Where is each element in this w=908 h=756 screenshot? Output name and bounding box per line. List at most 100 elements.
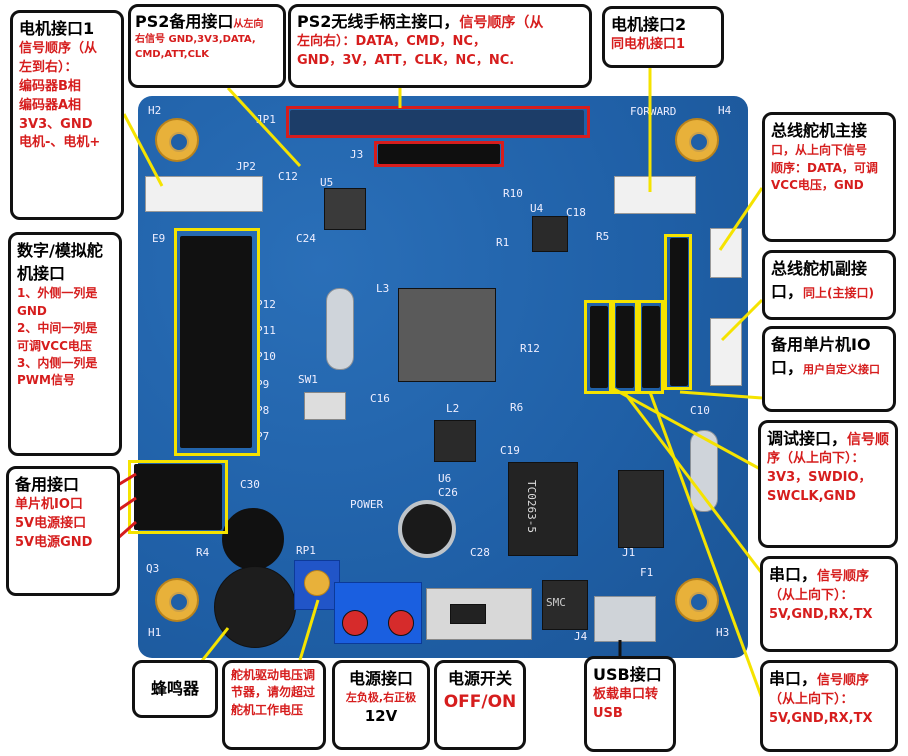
silk-p11: P11 — [256, 324, 276, 337]
label-motor1-line: 左到右）： — [19, 60, 78, 76]
label-backup-line: 5V电源GND — [15, 534, 93, 550]
silk-c28: C28 — [470, 546, 490, 559]
silk-c18: C18 — [566, 206, 586, 219]
label-debug-line: 序（从上向下）： — [767, 451, 865, 467]
highlight-backup-port — [128, 460, 228, 534]
label-uart2-line: （从上向下）： — [769, 691, 854, 707]
label-ps2-backup-line: 右信号 GND,3V3,DATA, — [135, 34, 256, 46]
label-backup: 备用接口 单片机IO口 5V电源接口 5V电源GND — [6, 466, 120, 596]
chip-u4 — [532, 216, 568, 252]
silk-smc: SMC — [546, 596, 566, 609]
chip-u7 — [618, 470, 664, 548]
label-backup-line: 5V电源接口 — [15, 516, 87, 532]
potentiometer-knob — [304, 570, 330, 596]
label-motor1-line: 编码器B相 — [19, 78, 81, 94]
label-uart1-line: （从上向下）： — [769, 587, 854, 603]
highlight-ps2-backup — [374, 141, 504, 167]
label-ps2-main-line: 左向右）：DATA，CMD，NC， — [297, 34, 486, 50]
label-debug-inline: 信号顺 — [847, 432, 890, 448]
chip-u5 — [324, 188, 366, 230]
silk-l3: L3 — [376, 282, 390, 295]
label-bus-servo-main: 总线舵机主接 口，从上向下信号 顺序：DATA，可调 VCC电压，GND — [762, 112, 896, 242]
label-power-port-title: 电源接口 — [348, 669, 413, 688]
label-buzzer: 蜂鸣器 — [132, 660, 218, 718]
bus-servo-main-connector — [710, 228, 742, 278]
label-mcu-io: 备用单片机IO 口，用户自定义接口 — [762, 326, 896, 412]
label-uart2-title: 串口， — [769, 669, 818, 688]
label-mcu-io-title: 备用单片机IO — [771, 335, 871, 354]
silk-c10: C10 — [690, 404, 710, 417]
silk-h4: H4 — [718, 104, 732, 117]
label-usb: USB接口 板载串口转 USB — [584, 656, 676, 752]
silk-p10: P10 — [256, 350, 276, 363]
label-ps2-backup-line: CMD,ATT,CLK — [135, 48, 210, 60]
label-ps2-backup-inline: 从左向 — [233, 19, 264, 30]
silk-c12: C12 — [278, 170, 298, 183]
silk-u6: U6 — [438, 472, 452, 485]
motor-driver-chip — [508, 462, 578, 556]
silk-r5: R5 — [596, 230, 610, 243]
label-usb-title: USB接口 — [593, 665, 662, 684]
label-bus-servo-aux-title2: 口， — [771, 282, 804, 302]
label-motor1: 电机接口1 信号顺序（从 左到右）： 编码器B相 编码器A相 3V3、GND 电… — [10, 10, 124, 220]
crystal-left — [326, 288, 354, 370]
label-power-switch-title: 电源开关 — [447, 669, 512, 688]
silk-q3: Q3 — [146, 562, 160, 575]
bus-servo-aux-connector — [710, 318, 742, 386]
label-bus-servo-aux-inline: 同上(主接口) — [803, 286, 874, 301]
label-backup-line: 单片机IO口 — [15, 497, 83, 513]
label-ps2-backup-title: PS2备用接口 — [135, 12, 234, 31]
silk-p12: P12 — [256, 298, 276, 311]
label-uart1-title: 串口， — [769, 565, 818, 584]
motor1-connector — [145, 176, 263, 212]
ps2-main-header — [290, 110, 584, 136]
uart1-header — [616, 306, 634, 388]
label-motor2-line: 同电机接口1 — [611, 37, 686, 53]
label-usb-line: USB — [593, 706, 623, 722]
label-bus-servo-main-line: 顺序：DATA，可调 — [771, 160, 878, 175]
label-regulator: 舵机驱动电压调 节器，请勿超过 舵机工作电压 — [222, 660, 326, 750]
label-servo-port-line: 可调VCC电压 — [17, 338, 92, 353]
terminal-screw-right — [388, 610, 414, 636]
silk-u5: U5 — [320, 176, 334, 189]
label-bus-servo-main-title: 总线舵机主接 — [771, 121, 868, 140]
silk-r1: R1 — [496, 236, 510, 249]
silk-r12: R12 — [520, 342, 540, 355]
label-usb-line: 板载串口转 — [593, 687, 659, 703]
label-regulator-line: 节器，请勿超过 — [231, 685, 316, 700]
highlight-servo-port — [174, 228, 260, 456]
label-power-port-line: 左负极,右正极 — [345, 691, 417, 705]
chip-smc — [542, 580, 588, 630]
reset-button — [304, 392, 346, 420]
silk-r4: R4 — [196, 546, 210, 559]
label-servo-port-line: GND — [17, 303, 47, 318]
debug-header — [590, 306, 608, 388]
mount-hole-h2 — [155, 118, 199, 162]
label-uart1-inline: 信号顺序 — [817, 569, 870, 584]
label-bus-servo-main-line: 口，从上向下信号 — [771, 143, 868, 158]
terminal-screw-left — [342, 610, 368, 636]
label-debug: 调试接口，信号顺 序（从上向下）： 3V3，SWDIO， SWCLK,GND — [758, 420, 898, 548]
capacitor-c30 — [222, 508, 284, 570]
silk-h1: H1 — [148, 626, 162, 639]
label-debug-line: SWCLK,GND — [767, 488, 856, 504]
silk-c16: C16 — [370, 392, 390, 405]
label-motor1-title: 电机接口1 — [19, 19, 95, 38]
silk-rp1: RP1 — [296, 544, 316, 557]
silk-c26: C26 — [438, 486, 458, 499]
label-regulator-line: 舵机工作电压 — [231, 702, 304, 717]
label-power-port-line: 12V — [364, 707, 398, 726]
label-servo-port: 数字/模拟舵 机接口 1、外侧一列是 GND 2、中间一列是 可调VCC电压 3… — [8, 232, 122, 456]
label-backup-title: 备用接口 — [15, 475, 80, 494]
mount-hole-h3 — [675, 578, 719, 622]
silk-j3: J3 — [350, 148, 364, 161]
label-bus-servo-aux-title: 总线舵机副接 — [771, 259, 868, 278]
label-power-switch: 电源开关 OFF/ON — [434, 660, 526, 750]
mount-hole-h1 — [155, 578, 199, 622]
backup-pin-block — [134, 464, 222, 530]
silk-c30: C30 — [240, 478, 260, 491]
label-servo-port-title: 数字/模拟舵 — [17, 241, 103, 260]
label-servo-port-title2: 机接口 — [17, 264, 66, 284]
chip-u6 — [434, 420, 476, 462]
silk-u4: U4 — [530, 202, 544, 215]
